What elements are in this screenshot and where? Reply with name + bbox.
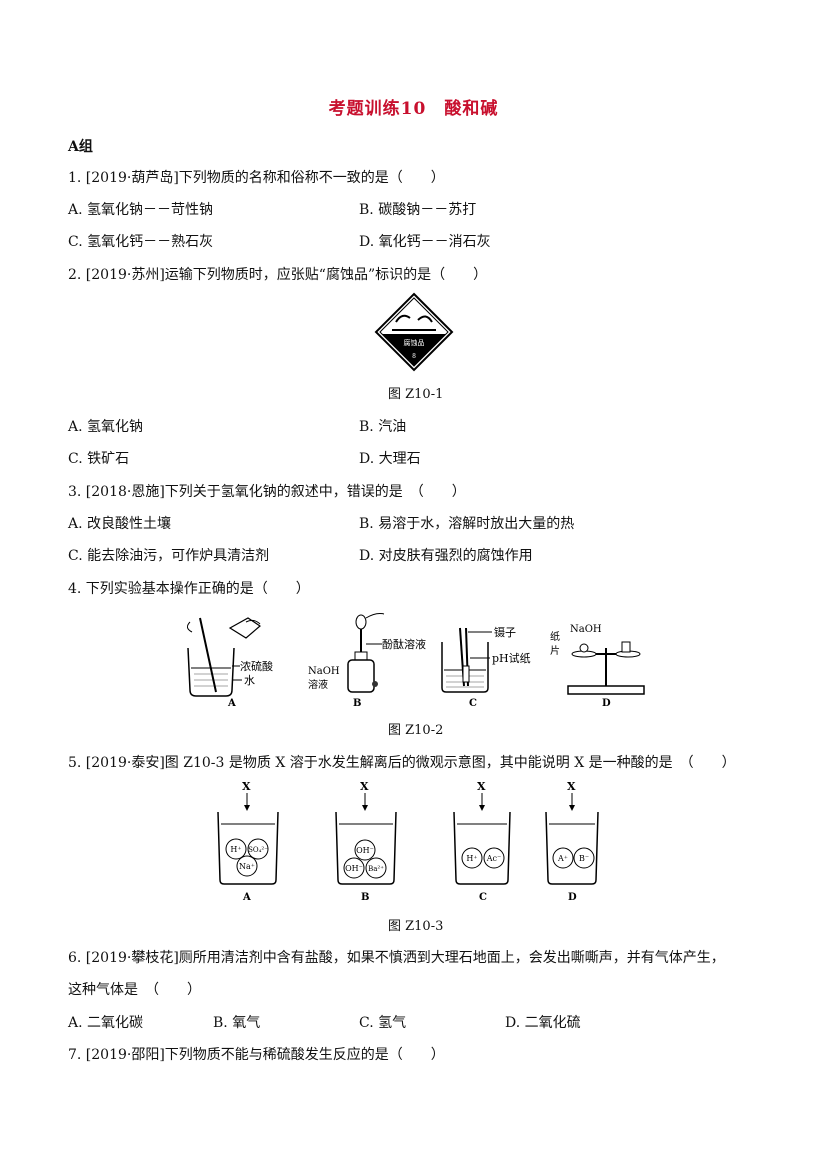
beaker-b-x: X bbox=[360, 780, 369, 793]
beaker-d: X A⁺ B⁻ D bbox=[545, 780, 599, 903]
beaker-d-x: X bbox=[567, 780, 576, 793]
q1-option-b: B. 碳酸钠－－苏打 bbox=[359, 202, 477, 218]
question-4-stem: 4. 下列实验基本操作正确的是（ ） bbox=[68, 581, 310, 597]
group-label: A组 bbox=[68, 139, 93, 155]
sign-text: 腐蚀品 bbox=[404, 338, 425, 347]
beaker-c: X H⁺ Ac⁻ C bbox=[453, 780, 511, 903]
beaker-a: X H⁺ SO₄²⁻ Na⁺ A bbox=[217, 780, 279, 903]
ion-b3: Ba²⁺ bbox=[368, 865, 384, 873]
ion-a2: SO₄²⁻ bbox=[248, 846, 268, 854]
lab-c-label-ph-paper: pH试纸 bbox=[492, 652, 531, 665]
q1-option-c: C. 氢氧化钙－－熟石灰 bbox=[68, 234, 214, 250]
q2-option-d: D. 大理石 bbox=[359, 451, 421, 467]
ion-a1: H⁺ bbox=[230, 845, 241, 854]
beaker-d-letter: D bbox=[568, 892, 577, 903]
lab-figure-b: 酚酞溶液 NaOH 溶液 B bbox=[308, 613, 426, 708]
question-1-stem: 1. [2019·葫芦岛]下列物质的名称和俗称不一致的是（ ） bbox=[68, 170, 445, 186]
lab-c-letter: C bbox=[469, 698, 477, 708]
ion-b2: OH⁻ bbox=[345, 864, 363, 873]
figure-z10-2-caption: 图 Z10-2 bbox=[388, 723, 444, 738]
q6-option-b: B. 氧气 bbox=[213, 1015, 261, 1031]
ion-b1: OH⁻ bbox=[356, 846, 374, 855]
q3-option-b: B. 易溶于水，溶解时放出大量的热 bbox=[359, 516, 575, 532]
q3-option-d: D. 对皮肤有强烈的腐蚀作用 bbox=[359, 548, 533, 564]
q2-option-a: A. 氢氧化钠 bbox=[68, 419, 144, 435]
lab-d-label-naoh: NaOH bbox=[570, 624, 602, 635]
lab-d-letter: D bbox=[602, 698, 611, 708]
page-title: 考题训练10 酸和碱 bbox=[328, 99, 499, 119]
q1-option-a: A. 氢氧化钠－－苛性钠 bbox=[68, 202, 214, 218]
lab-c-label-tweezers: 镊子 bbox=[494, 626, 516, 639]
lab-b-label-solution: 溶液 bbox=[308, 678, 328, 691]
ion-c1: H⁺ bbox=[466, 854, 477, 863]
ion-a3: Na⁺ bbox=[239, 862, 255, 871]
figure-z10-3: X H⁺ SO₄²⁻ Na⁺ A X OH⁻ OH⁻ Ba²⁺ B X H⁺ A… bbox=[217, 780, 599, 903]
ion-d2: B⁻ bbox=[579, 854, 589, 863]
lab-figure-d: NaOH 纸 片 D bbox=[550, 624, 645, 708]
q6-option-c: C. 氢气 bbox=[359, 1015, 407, 1031]
ion-d1: A⁺ bbox=[557, 854, 568, 863]
q3-option-c: C. 能去除油污，可作炉具清洁剂 bbox=[68, 548, 270, 564]
beaker-c-x: X bbox=[477, 780, 486, 793]
beaker-b-letter: B bbox=[361, 892, 369, 903]
figure-z10-3-caption: 图 Z10-3 bbox=[388, 919, 444, 934]
lab-a-letter: A bbox=[227, 698, 236, 708]
beaker-a-x: X bbox=[242, 780, 251, 793]
corrosive-sign-icon: 腐蚀品 8 bbox=[374, 292, 454, 372]
q3-option-a: A. 改良酸性土壤 bbox=[68, 516, 172, 532]
question-6-stem-line1: 6. [2019·攀枝花]厕所用清洁剂中含有盐酸，如果不慎洒到大理石地面上，会发… bbox=[68, 950, 725, 966]
beaker-b: X OH⁻ OH⁻ Ba²⁺ B bbox=[335, 780, 397, 903]
figure-z10-1-caption: 图 Z10-1 bbox=[388, 387, 444, 402]
q2-option-b: B. 汽油 bbox=[359, 419, 407, 435]
figure-z10-2: 浓硫酸 水 A 酚酞溶液 NaOH 溶液 B 镊子 pH试纸 C bbox=[186, 613, 645, 708]
q6-option-a: A. 二氧化碳 bbox=[68, 1015, 144, 1031]
question-7-stem: 7. [2019·邵阳]下列物质不能与稀硫酸发生反应的是（ ） bbox=[68, 1047, 445, 1063]
sign-number: 8 bbox=[412, 353, 416, 360]
q6-option-d: D. 二氧化硫 bbox=[505, 1015, 581, 1031]
lab-b-letter: B bbox=[353, 698, 361, 708]
question-5-stem: 5. [2019·泰安]图 Z10-3 是物质 X 溶于水发生解离后的微观示意图… bbox=[68, 755, 736, 771]
question-2-stem: 2. [2019·苏州]运输下列物质时，应张贴“腐蚀品”标识的是（ ） bbox=[68, 267, 488, 283]
ion-c2: Ac⁻ bbox=[486, 854, 501, 863]
lab-d-label-paper1: 纸 bbox=[550, 630, 560, 643]
question-3-stem: 3. [2018·恩施]下列关于氢氧化钠的叙述中，错误的是 （ ） bbox=[68, 484, 466, 500]
beaker-a-letter: A bbox=[242, 892, 251, 903]
lab-b-label-naoh: NaOH bbox=[308, 666, 340, 677]
lab-figure-c: 镊子 pH试纸 C bbox=[441, 626, 531, 708]
lab-d-label-paper2: 片 bbox=[550, 644, 560, 657]
lab-b-label-phenol: 酚酞溶液 bbox=[382, 637, 426, 651]
question-6-stem-line2: 这种气体是 （ ） bbox=[68, 982, 201, 998]
lab-a-label-acid: 浓硫酸 bbox=[240, 659, 273, 673]
q1-option-d: D. 氧化钙－－消石灰 bbox=[359, 234, 491, 250]
q2-option-c: C. 铁矿石 bbox=[68, 451, 130, 467]
beaker-c-letter: C bbox=[479, 892, 487, 903]
lab-figure-a: 浓硫酸 水 A bbox=[186, 617, 273, 708]
lab-a-label-water: 水 bbox=[244, 674, 255, 687]
